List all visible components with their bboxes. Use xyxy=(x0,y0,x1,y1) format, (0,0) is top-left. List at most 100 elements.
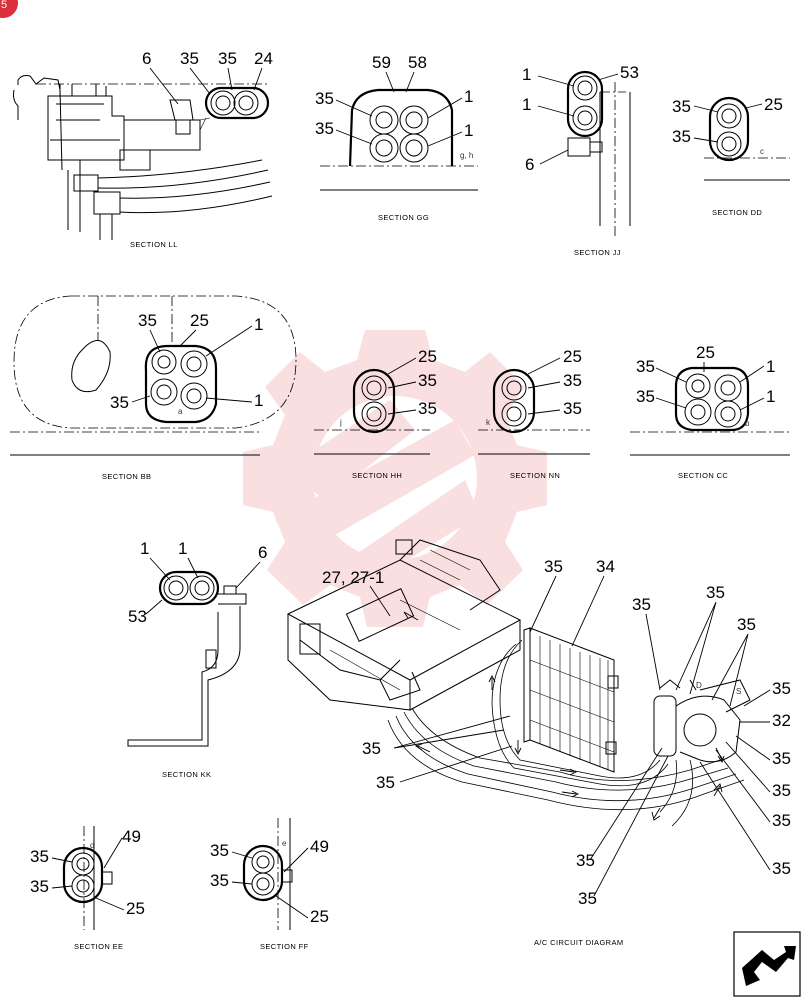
svg-text:35: 35 xyxy=(672,97,691,116)
svg-text:1: 1 xyxy=(254,391,263,410)
section-kk: 1 1 6 53 SECTION KK xyxy=(127,539,267,779)
svg-text:35: 35 xyxy=(376,773,395,792)
svg-text:35: 35 xyxy=(772,859,791,878)
svg-text:35: 35 xyxy=(30,847,49,866)
svg-text:A/C CIRCUIT DIAGRAM: A/C CIRCUIT DIAGRAM xyxy=(534,938,624,947)
svg-text:25: 25 xyxy=(563,347,582,366)
svg-text:53: 53 xyxy=(620,63,639,82)
svg-text:6: 6 xyxy=(525,155,534,174)
svg-text:1: 1 xyxy=(766,357,775,376)
svg-text:35: 35 xyxy=(706,583,725,602)
svg-text:1: 1 xyxy=(464,87,473,106)
svg-text:SECTION BB: SECTION BB xyxy=(102,472,151,481)
svg-text:59: 59 xyxy=(372,53,391,72)
svg-text:35: 35 xyxy=(772,749,791,768)
svg-text:35: 35 xyxy=(636,357,655,376)
section-ee: 49 35 35 25 d SECTION EE xyxy=(30,826,145,951)
svg-text:35: 35 xyxy=(110,393,129,412)
svg-text:34: 34 xyxy=(596,557,615,576)
section-bb: 35 25 1 35 1 a SECTION BB xyxy=(10,295,297,481)
svg-text:35: 35 xyxy=(772,781,791,800)
gear-logo-watermark xyxy=(243,330,547,627)
svg-text:6: 6 xyxy=(258,543,267,562)
svg-text:SECTION KK: SECTION KK xyxy=(162,770,211,779)
svg-text:SECTION HH: SECTION HH xyxy=(352,471,402,480)
corner-badge[interactable]: 5 xyxy=(0,0,18,18)
svg-text:1: 1 xyxy=(178,539,187,558)
svg-text:1: 1 xyxy=(522,65,531,84)
section-ll: 6 35 35 24 SECTION LL xyxy=(13,49,273,249)
svg-text:S: S xyxy=(736,687,741,696)
svg-text:35: 35 xyxy=(210,871,229,890)
svg-text:53: 53 xyxy=(128,607,147,626)
svg-text:SECTION FF: SECTION FF xyxy=(260,942,309,951)
svg-text:35: 35 xyxy=(30,877,49,896)
svg-text:35: 35 xyxy=(218,49,237,68)
svg-text:d: d xyxy=(90,841,94,850)
svg-text:35: 35 xyxy=(315,119,334,138)
svg-text:32: 32 xyxy=(772,711,791,730)
svg-text:SECTION GG: SECTION GG xyxy=(378,213,429,222)
svg-text:k: k xyxy=(486,418,491,427)
svg-text:35: 35 xyxy=(180,49,199,68)
section-gg: 59 58 35 35 1 1 g, h SECTION GG xyxy=(315,53,478,222)
svg-text:a: a xyxy=(178,407,183,416)
svg-text:1: 1 xyxy=(464,121,473,140)
svg-text:1: 1 xyxy=(254,315,263,334)
svg-text:35: 35 xyxy=(672,127,691,146)
svg-text:35: 35 xyxy=(138,311,157,330)
svg-text:25: 25 xyxy=(190,311,209,330)
svg-text:58: 58 xyxy=(408,53,427,72)
svg-text:25: 25 xyxy=(696,343,715,362)
svg-text:35: 35 xyxy=(563,371,582,390)
section-nn: 25 35 35 k SECTION NN xyxy=(478,347,590,480)
svg-text:g, h: g, h xyxy=(460,151,473,160)
svg-text:27, 27-1: 27, 27-1 xyxy=(322,568,384,587)
svg-text:35: 35 xyxy=(636,387,655,406)
ac-circuit-diagram: D S 27, 27-1 35 34 35 35 35 35 32 35 35 … xyxy=(286,539,791,947)
svg-text:e: e xyxy=(282,839,287,848)
nav-arrow-icon[interactable] xyxy=(733,931,801,997)
svg-text:35: 35 xyxy=(563,399,582,418)
svg-text:1: 1 xyxy=(140,539,149,558)
svg-text:35: 35 xyxy=(362,739,381,758)
svg-text:SECTION DD: SECTION DD xyxy=(712,208,762,217)
svg-text:1: 1 xyxy=(766,387,775,406)
svg-text:25: 25 xyxy=(764,95,783,114)
svg-text:6: 6 xyxy=(142,49,151,68)
section-cc: 25 35 1 35 1 b SECTION CC xyxy=(630,343,790,480)
svg-text:1: 1 xyxy=(522,95,531,114)
svg-text:35: 35 xyxy=(576,851,595,870)
svg-text:SECTION CC: SECTION CC xyxy=(678,471,728,480)
svg-text:35: 35 xyxy=(315,89,334,108)
svg-text:25: 25 xyxy=(126,899,145,918)
svg-text:25: 25 xyxy=(310,907,329,926)
svg-text:35: 35 xyxy=(210,841,229,860)
svg-text:35: 35 xyxy=(772,679,791,698)
svg-text:35: 35 xyxy=(632,595,651,614)
svg-text:49: 49 xyxy=(122,827,141,846)
section-dd: 35 25 35 c SECTION DD xyxy=(672,95,790,217)
svg-text:35: 35 xyxy=(578,889,597,908)
section-ff: 35 49 35 25 e SECTION FF xyxy=(210,818,329,951)
section-jj: 1 53 1 6 SECTION JJ xyxy=(522,63,639,257)
svg-text:j: j xyxy=(339,418,342,427)
svg-text:b: b xyxy=(745,419,750,428)
svg-text:25: 25 xyxy=(418,347,437,366)
svg-text:D: D xyxy=(696,681,702,690)
svg-text:SECTION JJ: SECTION JJ xyxy=(574,248,621,257)
svg-text:35: 35 xyxy=(418,399,437,418)
svg-text:49: 49 xyxy=(310,837,329,856)
svg-text:SECTION NN: SECTION NN xyxy=(510,471,560,480)
svg-text:35: 35 xyxy=(544,557,563,576)
svg-text:24: 24 xyxy=(254,49,273,68)
svg-text:35: 35 xyxy=(772,811,791,830)
svg-text:SECTION EE: SECTION EE xyxy=(74,942,123,951)
svg-text:5: 5 xyxy=(1,0,7,11)
svg-text:SECTION LL: SECTION LL xyxy=(130,240,178,249)
svg-text:c: c xyxy=(760,147,764,156)
svg-text:35: 35 xyxy=(737,615,756,634)
svg-text:35: 35 xyxy=(418,371,437,390)
section-hh: 25 35 35 j SECTION HH xyxy=(314,347,437,480)
